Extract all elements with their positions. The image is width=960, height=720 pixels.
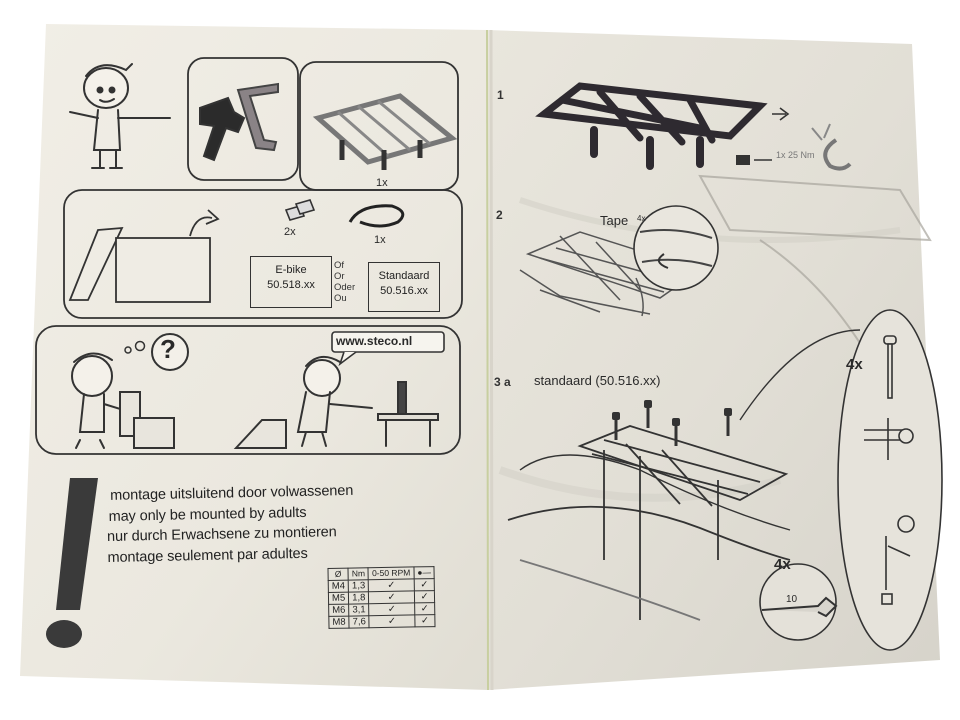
tape-quantity: 4x (637, 214, 646, 223)
box-illustration (68, 209, 220, 303)
spring-clips-icon (284, 199, 316, 221)
strap-quantity: 1x (374, 234, 386, 246)
cartoon-man-computer (233, 355, 439, 449)
step-3-number: 3 a (494, 375, 511, 389)
standard-code: 50.516.xx (380, 285, 428, 297)
website-url: www.steco.nl (336, 334, 413, 348)
standard-label: Standaard (378, 270, 430, 282)
right-page (487, 30, 940, 690)
parts-panel (63, 189, 463, 319)
step-3-title: standaard (50.516.xx) (534, 373, 661, 388)
standard-option-box: Standaard 50.516.xx (368, 262, 440, 312)
wrench-icon (199, 82, 279, 162)
thought-bubble (151, 333, 189, 371)
website-bubble (331, 331, 445, 353)
tape-detail-circle (633, 205, 719, 291)
ebike-option-box: E-bike 50.518.xx (250, 256, 332, 308)
step3-rack-illustration (507, 425, 791, 621)
torque-table: Ø Nm 0-50 RPM ●— M4 1,3 ✓ ✓ M5 1,8 ✓ ✓ M… (327, 566, 436, 629)
bolt-icons (612, 400, 732, 446)
step-1-number: 1 (497, 88, 504, 102)
nut-quantity: 4x (774, 556, 791, 573)
torque-table-header: Ø Nm 0-50 RPM ●— (327, 566, 435, 581)
or-words: Of Or Oder Ou (334, 260, 356, 304)
wrench-detail-circle (759, 563, 837, 641)
bolt-detail-oval (837, 309, 943, 651)
tools-panel (187, 57, 299, 181)
bolt-quantity: 4x (846, 356, 863, 373)
cartoon-man-pointing (69, 63, 171, 169)
warning-text: montage uitsluitend door volwassenen may… (106, 482, 354, 566)
question-mark: ? (160, 334, 176, 364)
cartoon-man-thinking (71, 352, 175, 449)
rack-quantity: 1x (376, 177, 388, 189)
ebike-label: E-bike (275, 264, 307, 276)
tape-label: Tape (600, 213, 629, 228)
ebike-code: 50.518.xx (267, 279, 315, 291)
help-panel (35, 325, 461, 455)
step-1-bolt-label: 1x 25 Nm (776, 150, 815, 160)
step1-rack-illustration (535, 82, 768, 170)
rack-illustration (312, 93, 458, 170)
step-2-number: 2 (496, 208, 503, 222)
strap-icon (348, 204, 405, 228)
exclamation-icon (56, 478, 98, 610)
spring-quantity: 2x (284, 226, 296, 238)
wrench-size: 10 (786, 594, 798, 605)
table-row: M8 7,6 ✓ ✓ (328, 614, 436, 629)
ebike-battery-icon: ●— (413, 566, 435, 579)
